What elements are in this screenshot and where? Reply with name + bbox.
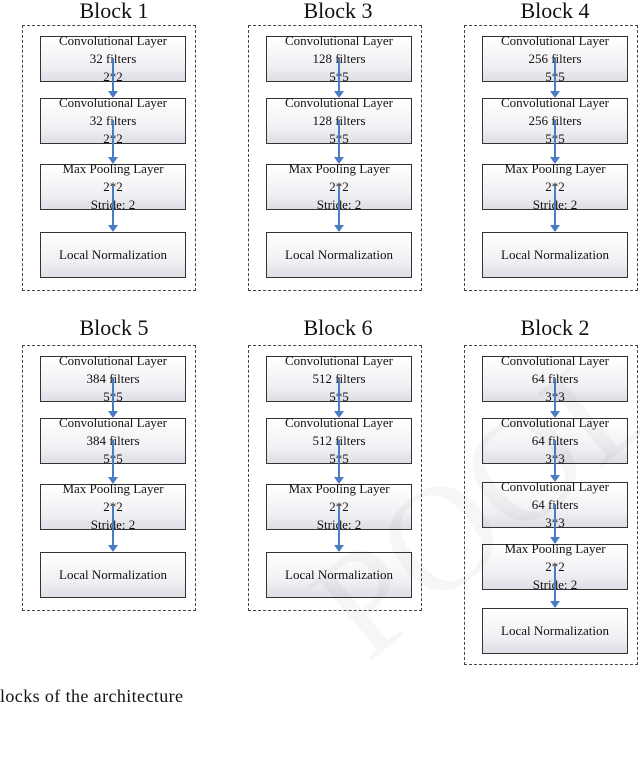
flow-arrow: [108, 186, 118, 232]
flow-arrow: [334, 440, 344, 484]
flow-arrow: [108, 378, 118, 418]
layer-label: Convolutional Layer: [59, 33, 167, 48]
layer-label: Max Pooling Layer: [288, 161, 390, 176]
layer-label: Convolutional Layer: [59, 353, 167, 368]
block-title: Block 6: [303, 315, 373, 340]
block-title: Block 5: [79, 315, 149, 340]
layer-label: Convolutional Layer: [59, 95, 167, 110]
block-frame: [464, 345, 638, 665]
flow-arrow: [108, 440, 118, 484]
block-title: Block 3: [303, 0, 373, 23]
layer-label: Max Pooling Layer: [62, 161, 164, 176]
normalization-layer-box: Local Normalization: [266, 232, 412, 278]
layer-label: Convolutional Layer: [501, 33, 609, 48]
block-frame: [22, 25, 196, 291]
block-title: Block 1: [79, 0, 149, 23]
layer-label: Convolutional Layer: [285, 353, 393, 368]
flow-arrow: [108, 58, 118, 98]
flow-arrow: [550, 58, 560, 98]
layer-label: Convolutional Layer: [501, 353, 609, 368]
block-frame: [248, 25, 422, 291]
layer-label: Max Pooling Layer: [504, 541, 606, 556]
layer-label: Local Normalization: [501, 247, 609, 262]
flow-arrow: [550, 186, 560, 232]
flow-arrow: [334, 506, 344, 552]
block-title: Block 4: [520, 0, 590, 23]
layer-label: Convolutional Layer: [59, 415, 167, 430]
layer-label: Convolutional Layer: [285, 95, 393, 110]
figure-caption: locks of the architecture: [0, 686, 184, 706]
flow-arrow: [550, 120, 560, 164]
block-frame: [22, 345, 196, 611]
layer-label: Local Normalization: [59, 567, 167, 582]
layer-label: Convolutional Layer: [501, 95, 609, 110]
normalization-layer-box: Local Normalization: [40, 552, 186, 598]
flow-arrow: [108, 120, 118, 164]
block-frame: [248, 345, 422, 611]
normalization-layer-box: Local Normalization: [266, 552, 412, 598]
layer-label: Convolutional Layer: [285, 415, 393, 430]
flow-arrow: [334, 120, 344, 164]
layer-label: Local Normalization: [285, 247, 393, 262]
layer-label: Max Pooling Layer: [504, 161, 606, 176]
layer-label: Max Pooling Layer: [62, 481, 164, 496]
flow-arrow: [334, 186, 344, 232]
flow-arrow: [550, 504, 560, 544]
layer-label: Local Normalization: [285, 567, 393, 582]
normalization-layer-box: Local Normalization: [482, 608, 628, 654]
normalization-layer-box: Local Normalization: [482, 232, 628, 278]
flow-arrow: [334, 58, 344, 98]
flow-arrow: [550, 440, 560, 482]
layer-label: Local Normalization: [501, 623, 609, 638]
block-frame: [464, 25, 638, 291]
flow-arrow: [550, 378, 560, 418]
flow-arrow: [550, 566, 560, 608]
layer-label: Convolutional Layer: [501, 479, 609, 494]
layer-label: Convolutional Layer: [285, 33, 393, 48]
flow-arrow: [334, 378, 344, 418]
block-title: Block 2: [520, 315, 590, 340]
layer-label: Max Pooling Layer: [288, 481, 390, 496]
normalization-layer-box: Local Normalization: [40, 232, 186, 278]
layer-label: Convolutional Layer: [501, 415, 609, 430]
flow-arrow: [108, 506, 118, 552]
layer-label: Local Normalization: [59, 247, 167, 262]
